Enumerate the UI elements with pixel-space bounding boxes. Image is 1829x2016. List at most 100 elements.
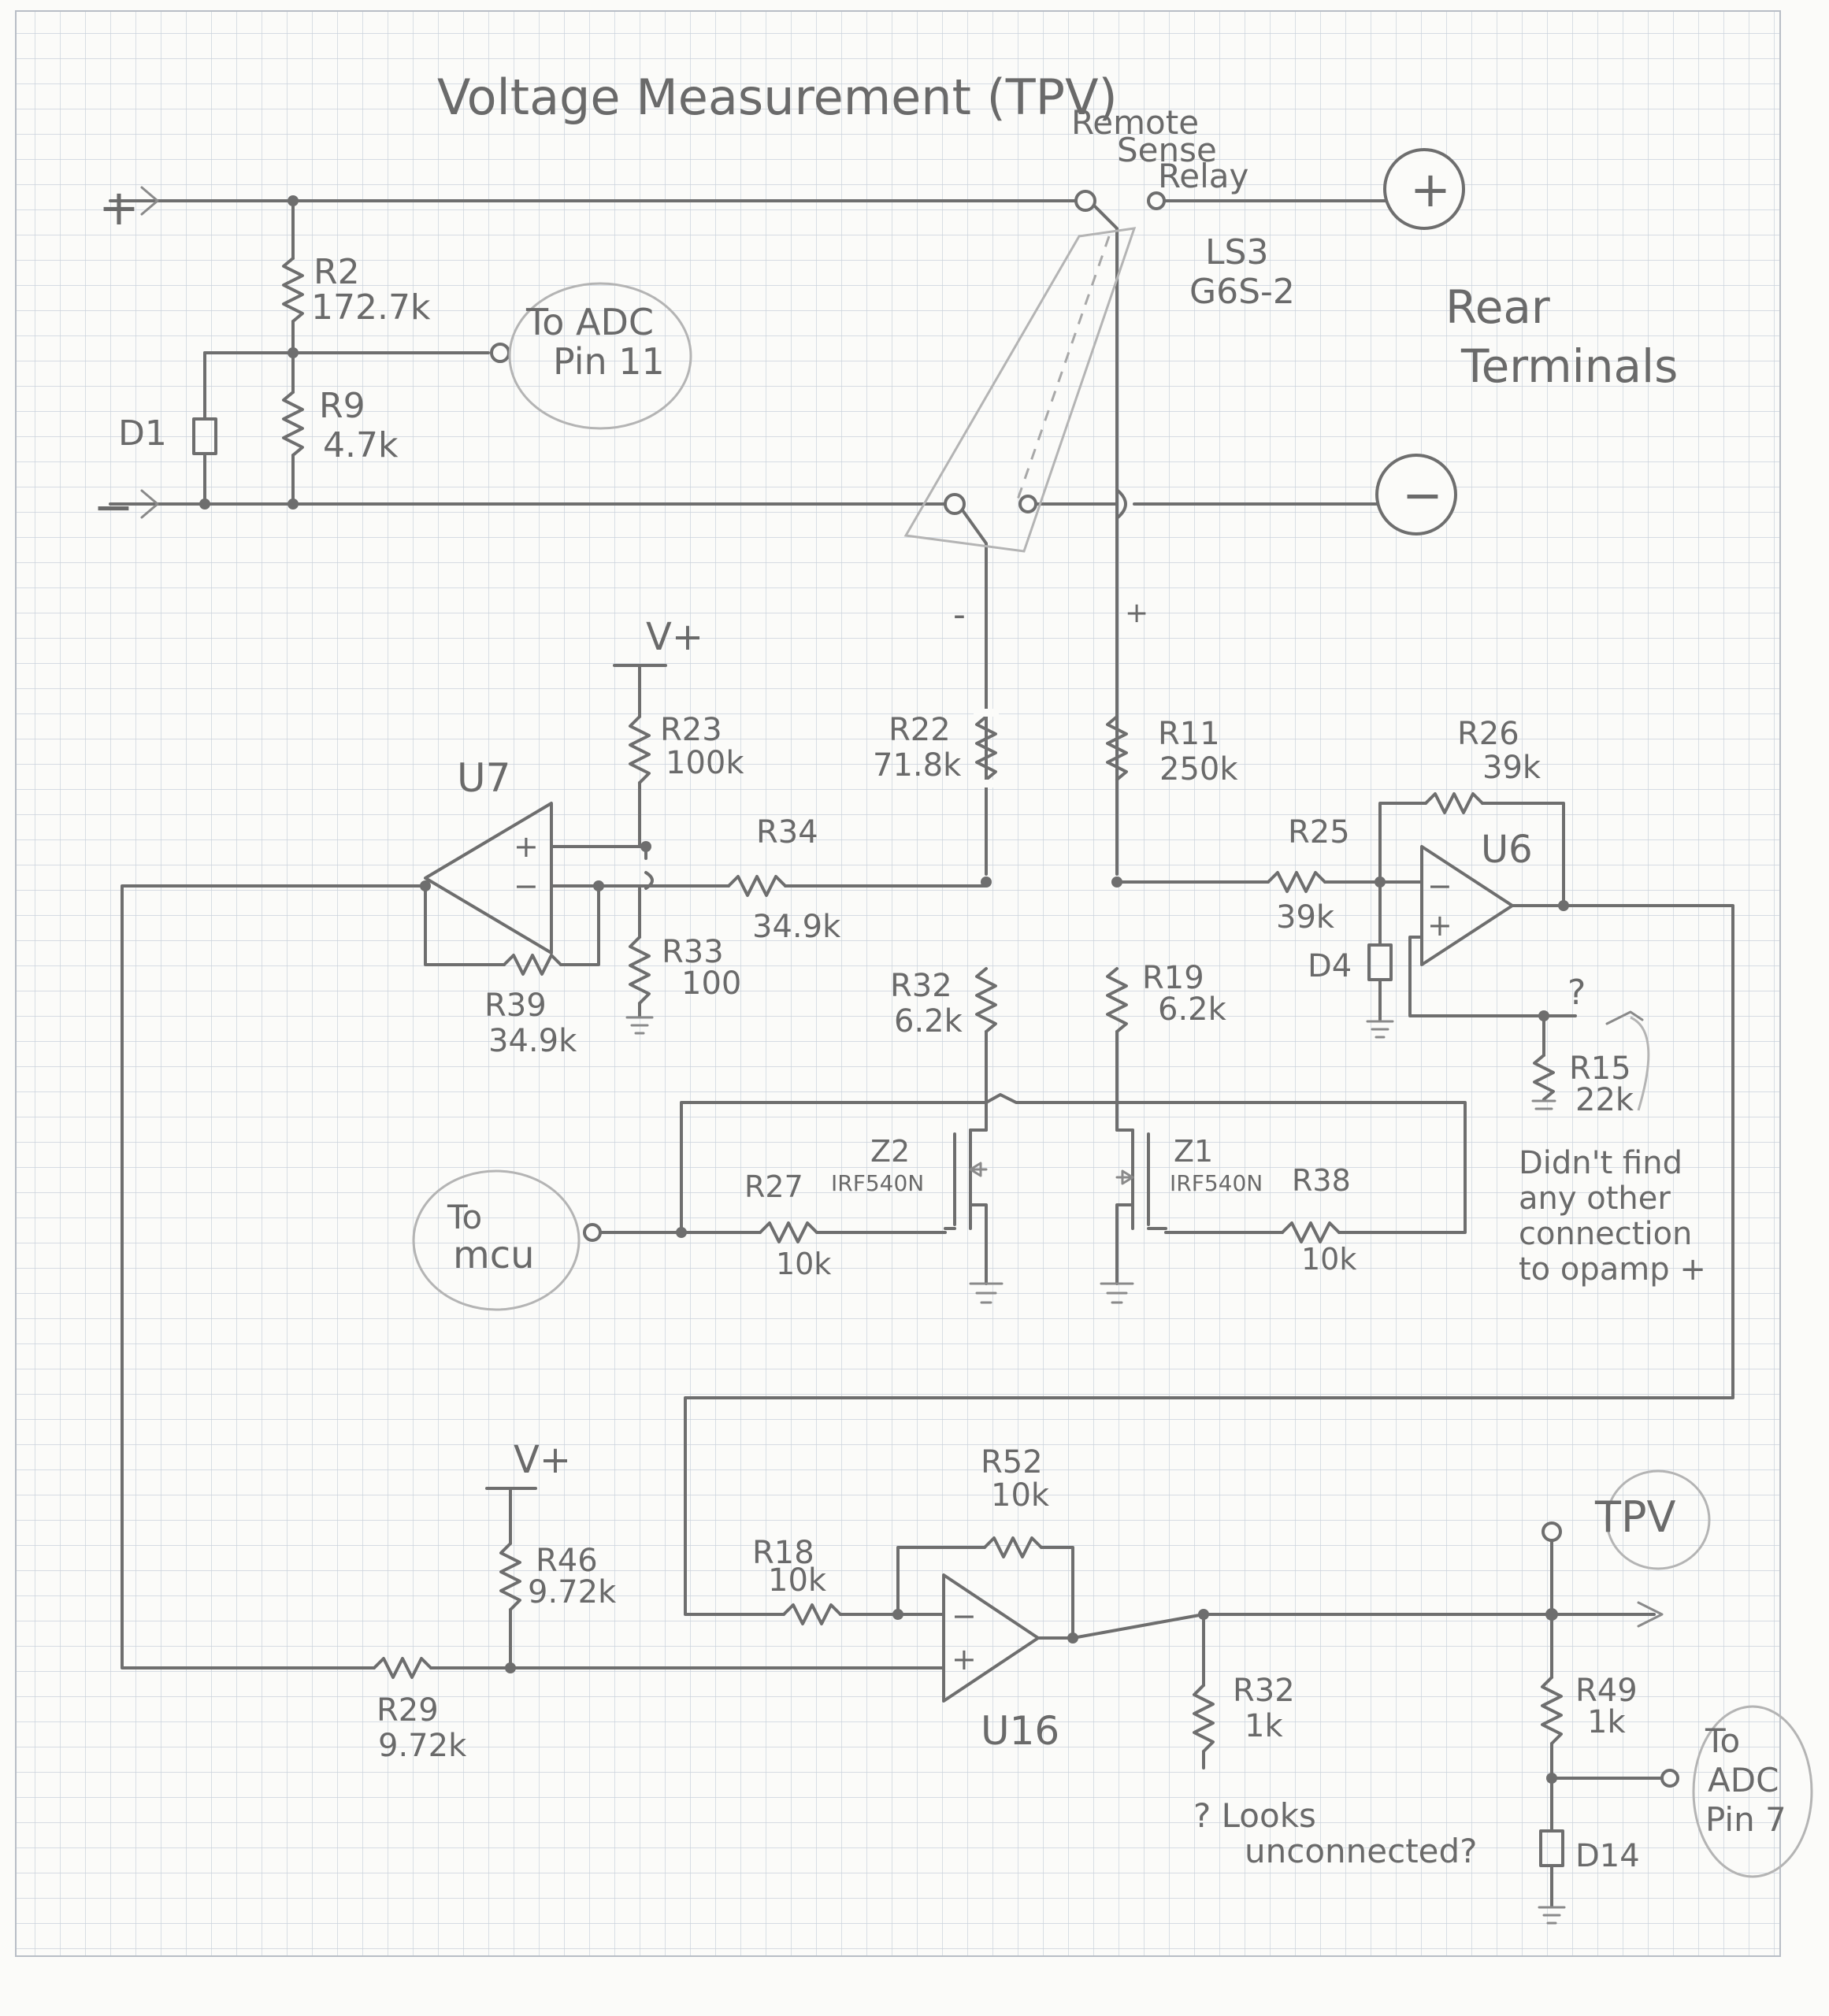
mcu-terminal[interactable] — [583, 1223, 602, 1242]
r23-value: 100k — [666, 745, 744, 781]
u7-plus: + — [514, 829, 539, 864]
r32b-resistor — [1193, 1684, 1215, 1753]
r23-ref: R23 — [660, 712, 722, 748]
r49-resistor — [1541, 1676, 1563, 1745]
relay-label-1: Remote — [1071, 103, 1199, 142]
r15-resistor — [1533, 1054, 1555, 1101]
r29-value: 9.72k — [378, 1728, 467, 1764]
r49-value: 1k — [1587, 1704, 1626, 1740]
adc7-line1: To — [1705, 1721, 1740, 1760]
r19-value: 6.2k — [1158, 991, 1227, 1028]
r25-value: 39k — [1276, 899, 1335, 936]
r27-value: 10k — [776, 1247, 831, 1281]
r46-resistor — [499, 1542, 521, 1611]
r22-value: 71.8k — [873, 747, 962, 784]
rear-terminals — [1375, 148, 1465, 536]
u7-minus: − — [514, 869, 539, 903]
rear-plus-label: + — [1410, 161, 1451, 218]
r32a-ref: R32 — [890, 968, 952, 1004]
r25-ref: R25 — [1288, 814, 1350, 850]
rear-minus-terminal[interactable] — [1375, 454, 1457, 536]
r26-ref: R26 — [1457, 716, 1519, 752]
r29-resistor — [373, 1657, 432, 1679]
r18-value: 10k — [768, 1562, 827, 1599]
r19-resistor — [1106, 967, 1128, 1033]
input-minus-label: − — [93, 478, 134, 536]
r49-ref: R49 — [1575, 1673, 1638, 1709]
sense-dividers — [974, 709, 1128, 1033]
r18-resistor — [782, 1603, 842, 1625]
r38-value: 10k — [1301, 1242, 1356, 1277]
r15-value: 22k — [1575, 1082, 1634, 1118]
r23-resistor — [629, 715, 651, 784]
r32a-value: 6.2k — [894, 1003, 963, 1040]
adc7-terminal[interactable] — [1660, 1769, 1679, 1788]
u6-section — [684, 792, 1734, 1616]
rear-plus-terminal[interactable] — [1383, 148, 1465, 230]
rear-label-2: Terminals — [1460, 339, 1678, 393]
unconnected-2: unconnected? — [1245, 1832, 1477, 1870]
z1-mosfet — [1115, 1128, 1167, 1285]
r9-value: 4.7k — [323, 425, 399, 465]
u16-opamp[interactable] — [942, 1573, 1040, 1703]
u6-opamp[interactable] — [1420, 845, 1514, 966]
r52-value: 10k — [991, 1477, 1050, 1514]
r2-resistor — [282, 257, 304, 323]
grid — [16, 11, 1780, 1956]
r39-ref: R39 — [484, 988, 547, 1024]
input-plus-label: + — [98, 179, 139, 236]
r52-resistor — [983, 1536, 1043, 1558]
adc11-bubble — [508, 282, 692, 430]
u7-section — [121, 664, 988, 1670]
r32a-resistor — [975, 967, 997, 1033]
u16-label: U16 — [981, 1708, 1059, 1754]
r15-ref: R15 — [1569, 1051, 1631, 1087]
opamp-note-2: any other — [1519, 1180, 1671, 1217]
r34-ref: R34 — [756, 814, 818, 850]
tpv-label: TPV — [1594, 1492, 1676, 1542]
u7-opamp[interactable] — [424, 802, 553, 954]
r22-ref: R22 — [889, 712, 951, 748]
r11-value: 250k — [1159, 751, 1238, 788]
r9-resistor — [282, 391, 304, 457]
z1-part: IRF540N — [1170, 1170, 1263, 1196]
r39-value: 34.9k — [488, 1023, 577, 1059]
polarity-plus: + — [1125, 597, 1148, 629]
r18-ref: R18 — [752, 1535, 814, 1571]
r33-ref: R33 — [662, 934, 724, 970]
page-title: Voltage Measurement (TPV) — [437, 69, 1118, 126]
d1-label: D1 — [118, 413, 167, 454]
r27-ref: R27 — [744, 1169, 803, 1204]
adc11-line2: Pin 11 — [553, 340, 665, 383]
sheet-border — [15, 10, 1781, 1957]
u6-minus: − — [1427, 869, 1452, 903]
mosfet-section — [412, 1030, 1467, 1311]
adc11-terminal[interactable] — [490, 343, 510, 363]
unconnected-1: ? Looks — [1193, 1796, 1316, 1835]
r33-value: 100 — [681, 965, 741, 1002]
r38-resistor — [1281, 1221, 1341, 1243]
u16-section — [373, 1469, 1813, 1925]
relay-part: G6S-2 — [1189, 272, 1295, 312]
r9-ref: R9 — [319, 386, 365, 426]
u6-label: U6 — [1481, 828, 1533, 872]
opamp-note-1: Didn't find — [1519, 1145, 1682, 1181]
r26-resistor — [1424, 792, 1484, 814]
u6-plus: + — [1427, 908, 1452, 943]
vplus-bottom: V+ — [514, 1438, 571, 1482]
adc7-bubble — [1692, 1705, 1813, 1878]
opamp-note-4: to opamp + — [1519, 1251, 1706, 1288]
d14-label: D14 — [1575, 1838, 1640, 1874]
relay-ls3[interactable] — [903, 190, 1388, 876]
r2-value: 172.7k — [311, 287, 431, 328]
tpv-terminal[interactable] — [1541, 1521, 1562, 1542]
z2-mosfet — [944, 1128, 988, 1285]
z2-part: IRF540N — [831, 1170, 924, 1196]
r22-resistor — [975, 715, 997, 781]
adc7-line2: ADC — [1708, 1761, 1779, 1799]
r27-resistor — [759, 1221, 818, 1243]
r34-resistor — [727, 875, 787, 897]
r52-ref: R52 — [981, 1444, 1043, 1480]
input-divider — [109, 186, 1093, 519]
